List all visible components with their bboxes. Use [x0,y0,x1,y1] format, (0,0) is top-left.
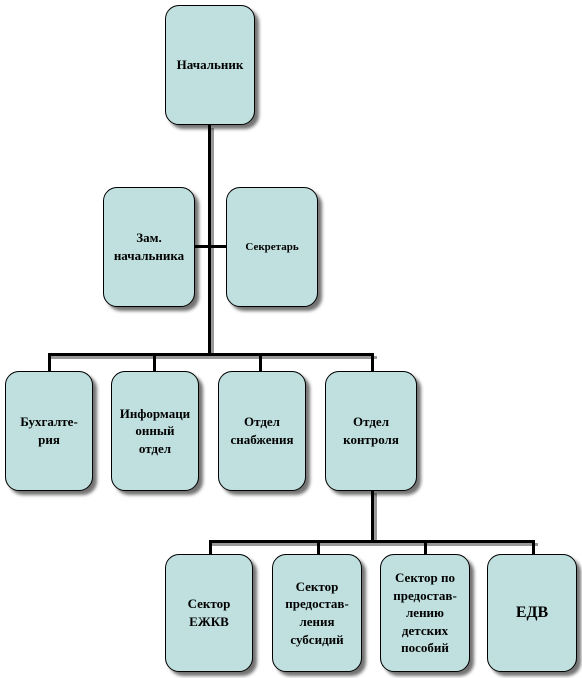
sector-ezhkv-box: Сектор ЕЖКВ [165,554,253,672]
department-accounting-box: Бухгалте- рия [5,371,93,491]
dept-drop-line [259,353,262,371]
deputy-secretary-connector [193,245,227,248]
department-information-box: Информаци онный отдел [111,371,199,491]
department-control-box: Отдел контроля [325,371,417,491]
dept-drop-line [153,353,156,371]
department-supply-box: Отдел снабжения [218,371,306,491]
sector-subsidies-box: Сектор предостав- ления субсидий [272,554,362,672]
connector-shadow [211,128,214,358]
sector-drop-line [317,540,320,554]
secretary-box: Секретарь [226,187,318,307]
sector-drop-line [424,540,427,554]
dept-drop-line [371,353,374,371]
head-box: Начальник [165,5,255,125]
sector-drop-line [209,540,212,554]
connector-shadow [212,543,538,546]
departments-bus-line [48,353,374,356]
connector-shadow [51,356,377,359]
deputy-box: Зам. начальника [103,187,195,307]
sector-edv-box: ЕДВ [487,554,577,672]
sectors-bus-line [209,540,535,543]
main-trunk-line [208,125,211,355]
dept-drop-line [48,353,51,371]
connector-shadow [374,493,377,543]
control-trunk-line [371,490,374,540]
sector-child-benefits-box: Сектор по предостав- лению детских пособ… [380,554,470,672]
sector-drop-line [532,540,535,554]
